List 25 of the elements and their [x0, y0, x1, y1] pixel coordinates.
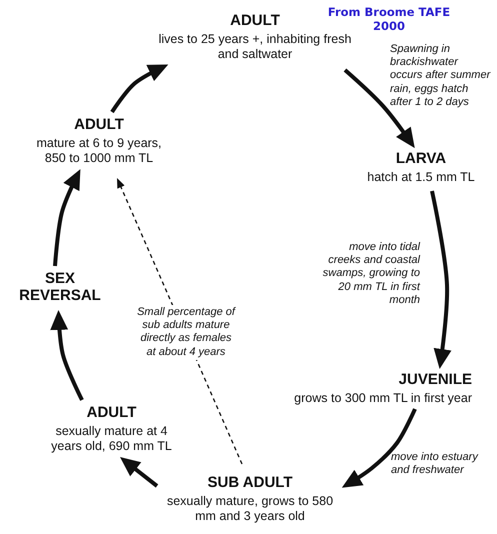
stage-heading: LARVA [396, 150, 446, 167]
stage-heading: ADULT [86, 404, 136, 421]
stage-heading: ADULT [230, 12, 280, 29]
edge-label: Small percentage of sub adults mature directly as females at about 4 years [136, 305, 236, 360]
edge-label: Spawning in brackishwater occurs after summer rain, eggs hatch after 1 to 2 days [390, 43, 492, 110]
stage-description: grows to 300 mm TL in first year [294, 391, 472, 406]
stage-description: lives to 25 years +, inhabiting fresh and saltwater [158, 32, 352, 62]
arrow [50, 310, 84, 401]
stage-description: sexually mature, grows to 580 mm and 3 years old [166, 494, 334, 524]
stage-heading: SUB ADULT [208, 474, 292, 491]
stage-heading: SEX REVERSAL [18, 270, 102, 304]
arrow [342, 408, 417, 488]
arrow [120, 457, 158, 488]
edge-label: move into tidal creeks and coastal swamps, growing to 20 mm TL in first month [322, 241, 420, 308]
stage-description: sexually mature at 4 years old, 690 mm TL [50, 424, 173, 454]
stage-heading: ADULT [74, 116, 124, 133]
arrow [430, 190, 452, 369]
stage-heading: JUVENILE [398, 371, 472, 388]
stage-description: mature at 6 to 9 years, 850 to 1000 mm TL [35, 136, 163, 166]
source-note: From Broome TAFE 2000 [326, 5, 452, 33]
stage-description: hatch at 1.5 mm TL [367, 170, 475, 185]
arrow [344, 68, 415, 148]
arrow [110, 64, 168, 114]
arrow [53, 169, 80, 266]
edge-label: move into estuary and freshwater [391, 451, 480, 478]
